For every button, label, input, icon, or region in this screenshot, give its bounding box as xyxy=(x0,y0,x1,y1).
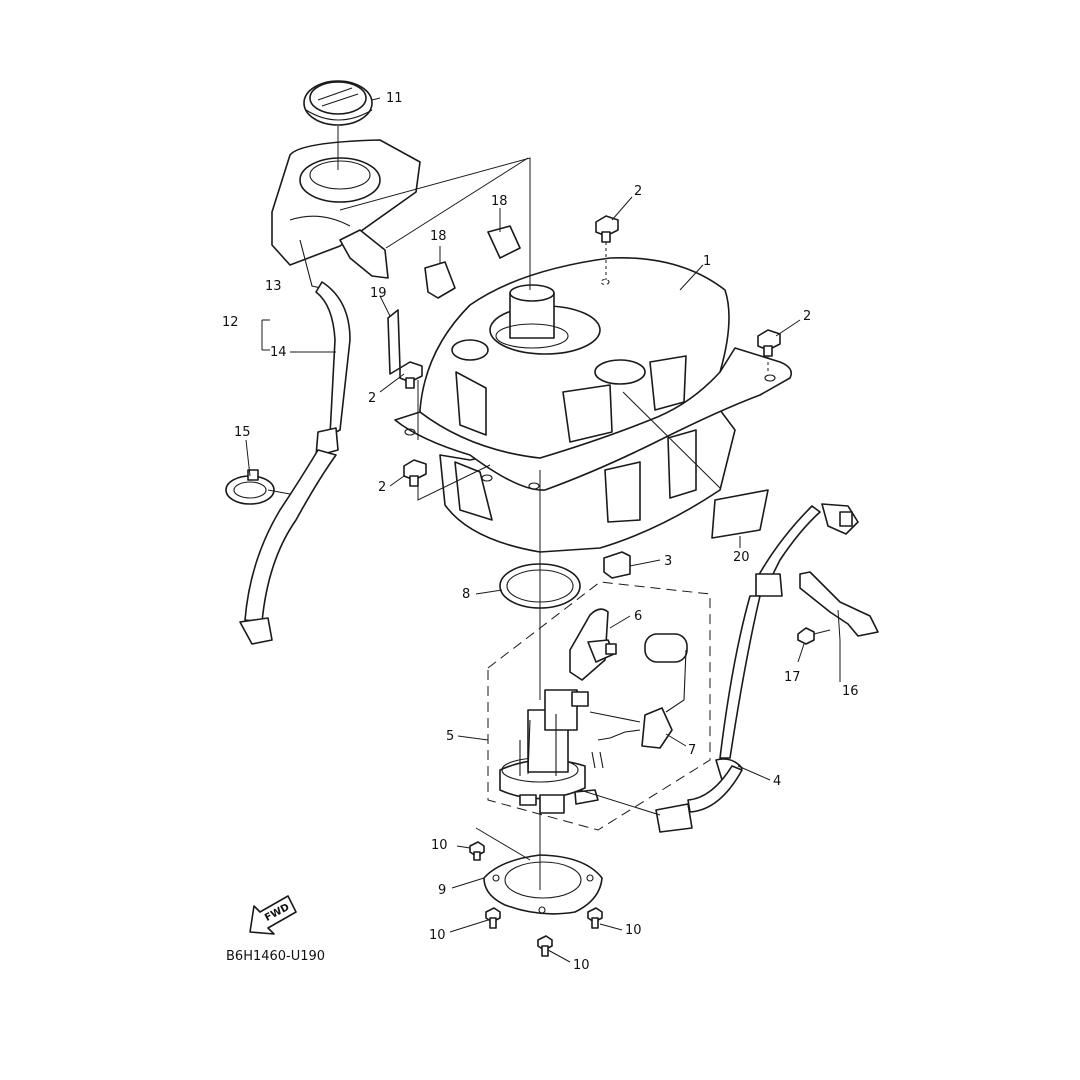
drain-hose[interactable] xyxy=(239,281,351,645)
forward-direction-arrow-icon: FWD xyxy=(249,895,297,935)
callout-19: 19 xyxy=(370,286,387,301)
screw-10-b[interactable] xyxy=(485,907,501,929)
bolt-17[interactable] xyxy=(797,627,831,645)
callout-7: 7 xyxy=(688,743,696,758)
callout-9: 9 xyxy=(438,883,446,898)
callout-2-top: 2 xyxy=(634,184,642,199)
assembly-lines xyxy=(337,126,769,890)
bracket-16[interactable] xyxy=(799,571,879,637)
callout-16: 16 xyxy=(842,684,859,699)
callout-8: 8 xyxy=(462,587,470,602)
bolt-2-right[interactable] xyxy=(757,329,781,357)
fuel-pump-assembly[interactable] xyxy=(499,689,599,814)
grommet-18-left[interactable] xyxy=(424,261,456,299)
bolt-2-low[interactable] xyxy=(403,459,427,487)
callout-18-left: 18 xyxy=(430,229,447,244)
callout-labels: 1 2 2 2 2 3 4 5 6 7 8 9 10 10 10 10 11 1… xyxy=(222,91,859,973)
filler-tray[interactable] xyxy=(271,139,421,291)
damper-3[interactable] xyxy=(603,551,631,579)
callout-10-d: 10 xyxy=(573,958,590,973)
grommet-18-right[interactable] xyxy=(487,225,521,259)
label-20[interactable] xyxy=(711,489,769,539)
callout-1: 1 xyxy=(703,254,711,269)
callout-3: 3 xyxy=(664,554,672,569)
bolt-2-top[interactable] xyxy=(595,215,619,243)
diagram-code: B6H1460-U190 xyxy=(226,949,325,964)
callout-10-c: 10 xyxy=(625,923,642,938)
callout-20: 20 xyxy=(733,550,750,565)
callout-2-right: 2 xyxy=(803,309,811,324)
fuel-filter-6[interactable] xyxy=(569,608,617,681)
screw-10-d[interactable] xyxy=(537,935,553,957)
callout-17: 17 xyxy=(784,670,801,685)
screw-10-c[interactable] xyxy=(587,907,603,929)
fuel-tank[interactable] xyxy=(394,256,793,553)
fuel-hose-4[interactable] xyxy=(655,503,859,833)
callout-12: 12 xyxy=(222,315,239,330)
callout-4: 4 xyxy=(773,774,781,789)
screw-10-a[interactable] xyxy=(469,841,485,861)
pump-retainer-plate-9[interactable] xyxy=(483,854,603,915)
fuel-sender-7[interactable] xyxy=(589,633,688,769)
callout-14: 14 xyxy=(270,345,287,360)
bolt-2-mid[interactable] xyxy=(399,361,423,389)
callout-15: 15 xyxy=(234,425,251,440)
callout-2-mid: 2 xyxy=(368,391,376,406)
callout-10-a: 10 xyxy=(431,838,448,853)
callout-6: 6 xyxy=(634,609,642,624)
filler-cap[interactable] xyxy=(303,80,373,126)
callout-5: 5 xyxy=(446,729,454,744)
callout-11: 11 xyxy=(386,91,403,106)
callout-10-b: 10 xyxy=(429,928,446,943)
hose-clip[interactable] xyxy=(225,469,275,505)
callout-leaders xyxy=(245,97,841,963)
callout-18-right: 18 xyxy=(491,194,508,209)
callout-13: 13 xyxy=(265,279,282,294)
callout-2-low: 2 xyxy=(378,480,386,495)
damper-sheet-19[interactable] xyxy=(387,309,401,375)
